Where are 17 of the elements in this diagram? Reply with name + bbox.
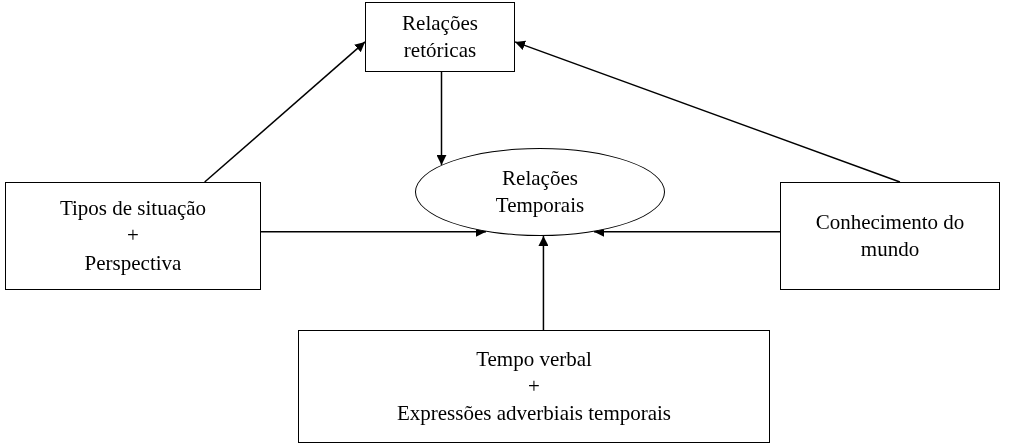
concept-box xyxy=(780,182,1000,290)
arrow xyxy=(436,71,447,166)
node-label: Expressões adverbiais temporais xyxy=(396,400,672,428)
node-label: Relações retóricas xyxy=(401,9,479,64)
node-label: + xyxy=(528,372,540,400)
concept-box xyxy=(365,2,515,72)
node-label: Tipos de situação xyxy=(59,195,207,223)
arrow xyxy=(203,41,366,183)
node-label: Conhecimento do mundo xyxy=(815,208,965,263)
node-label: Relações Temporais xyxy=(494,164,586,219)
arrow xyxy=(538,235,549,331)
arrow xyxy=(514,40,901,183)
concept-box xyxy=(5,182,261,290)
concept-box xyxy=(298,330,770,443)
node-label: + xyxy=(127,222,139,250)
node-label: Tempo verbal xyxy=(476,345,592,373)
node-label: Perspectiva xyxy=(84,249,182,277)
